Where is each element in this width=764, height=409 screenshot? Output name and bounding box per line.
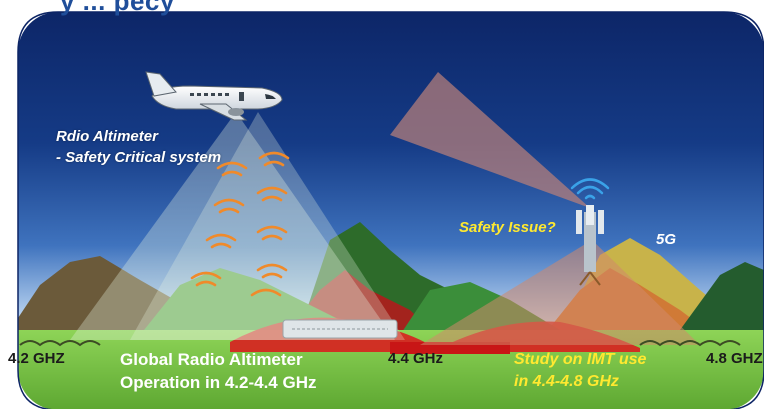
radio-altimeter-subtitle: - Safety Critical system (56, 149, 222, 166)
tower-beam-up (390, 72, 590, 208)
bushes-left (19, 340, 101, 347)
tower-beam-down (420, 240, 700, 345)
bushes-right (639, 340, 741, 347)
cell-tower-icon (576, 205, 604, 286)
mountain-green-mid (140, 268, 360, 335)
freq-label-4-2: 4.2 GHZ (8, 350, 65, 367)
mountain-far-left (18, 256, 200, 330)
safety-issue-label: Safety Issue? (459, 219, 556, 236)
altimeter-waves (190, 151, 290, 297)
radio-altimeter-title: Rdio Altimeter (56, 128, 158, 145)
signal-wave-icon (570, 178, 610, 200)
global-operation-line2: Operation in 4.2-4.4 GHz (120, 373, 317, 392)
imt-study-line1: Study on IMT use (514, 351, 647, 368)
radio-altimeter-device-icon (282, 319, 398, 339)
top-caption: y ... pecy (60, 0, 175, 16)
airplane-icon (145, 71, 283, 121)
five-g-label: 5G (656, 231, 677, 248)
global-operation-line1: Global Radio Altimeter (120, 350, 303, 369)
mountain-far-right-dark (680, 262, 764, 330)
freq-label-4-4: 4.4 GHz (388, 350, 444, 367)
freq-label-4-8: 4.8 GHZ (706, 350, 763, 367)
imt-study-line2: in 4.4-4.8 GHz (514, 373, 619, 390)
frame-outline (17, 11, 764, 409)
altimeter-beam-left (70, 112, 395, 340)
